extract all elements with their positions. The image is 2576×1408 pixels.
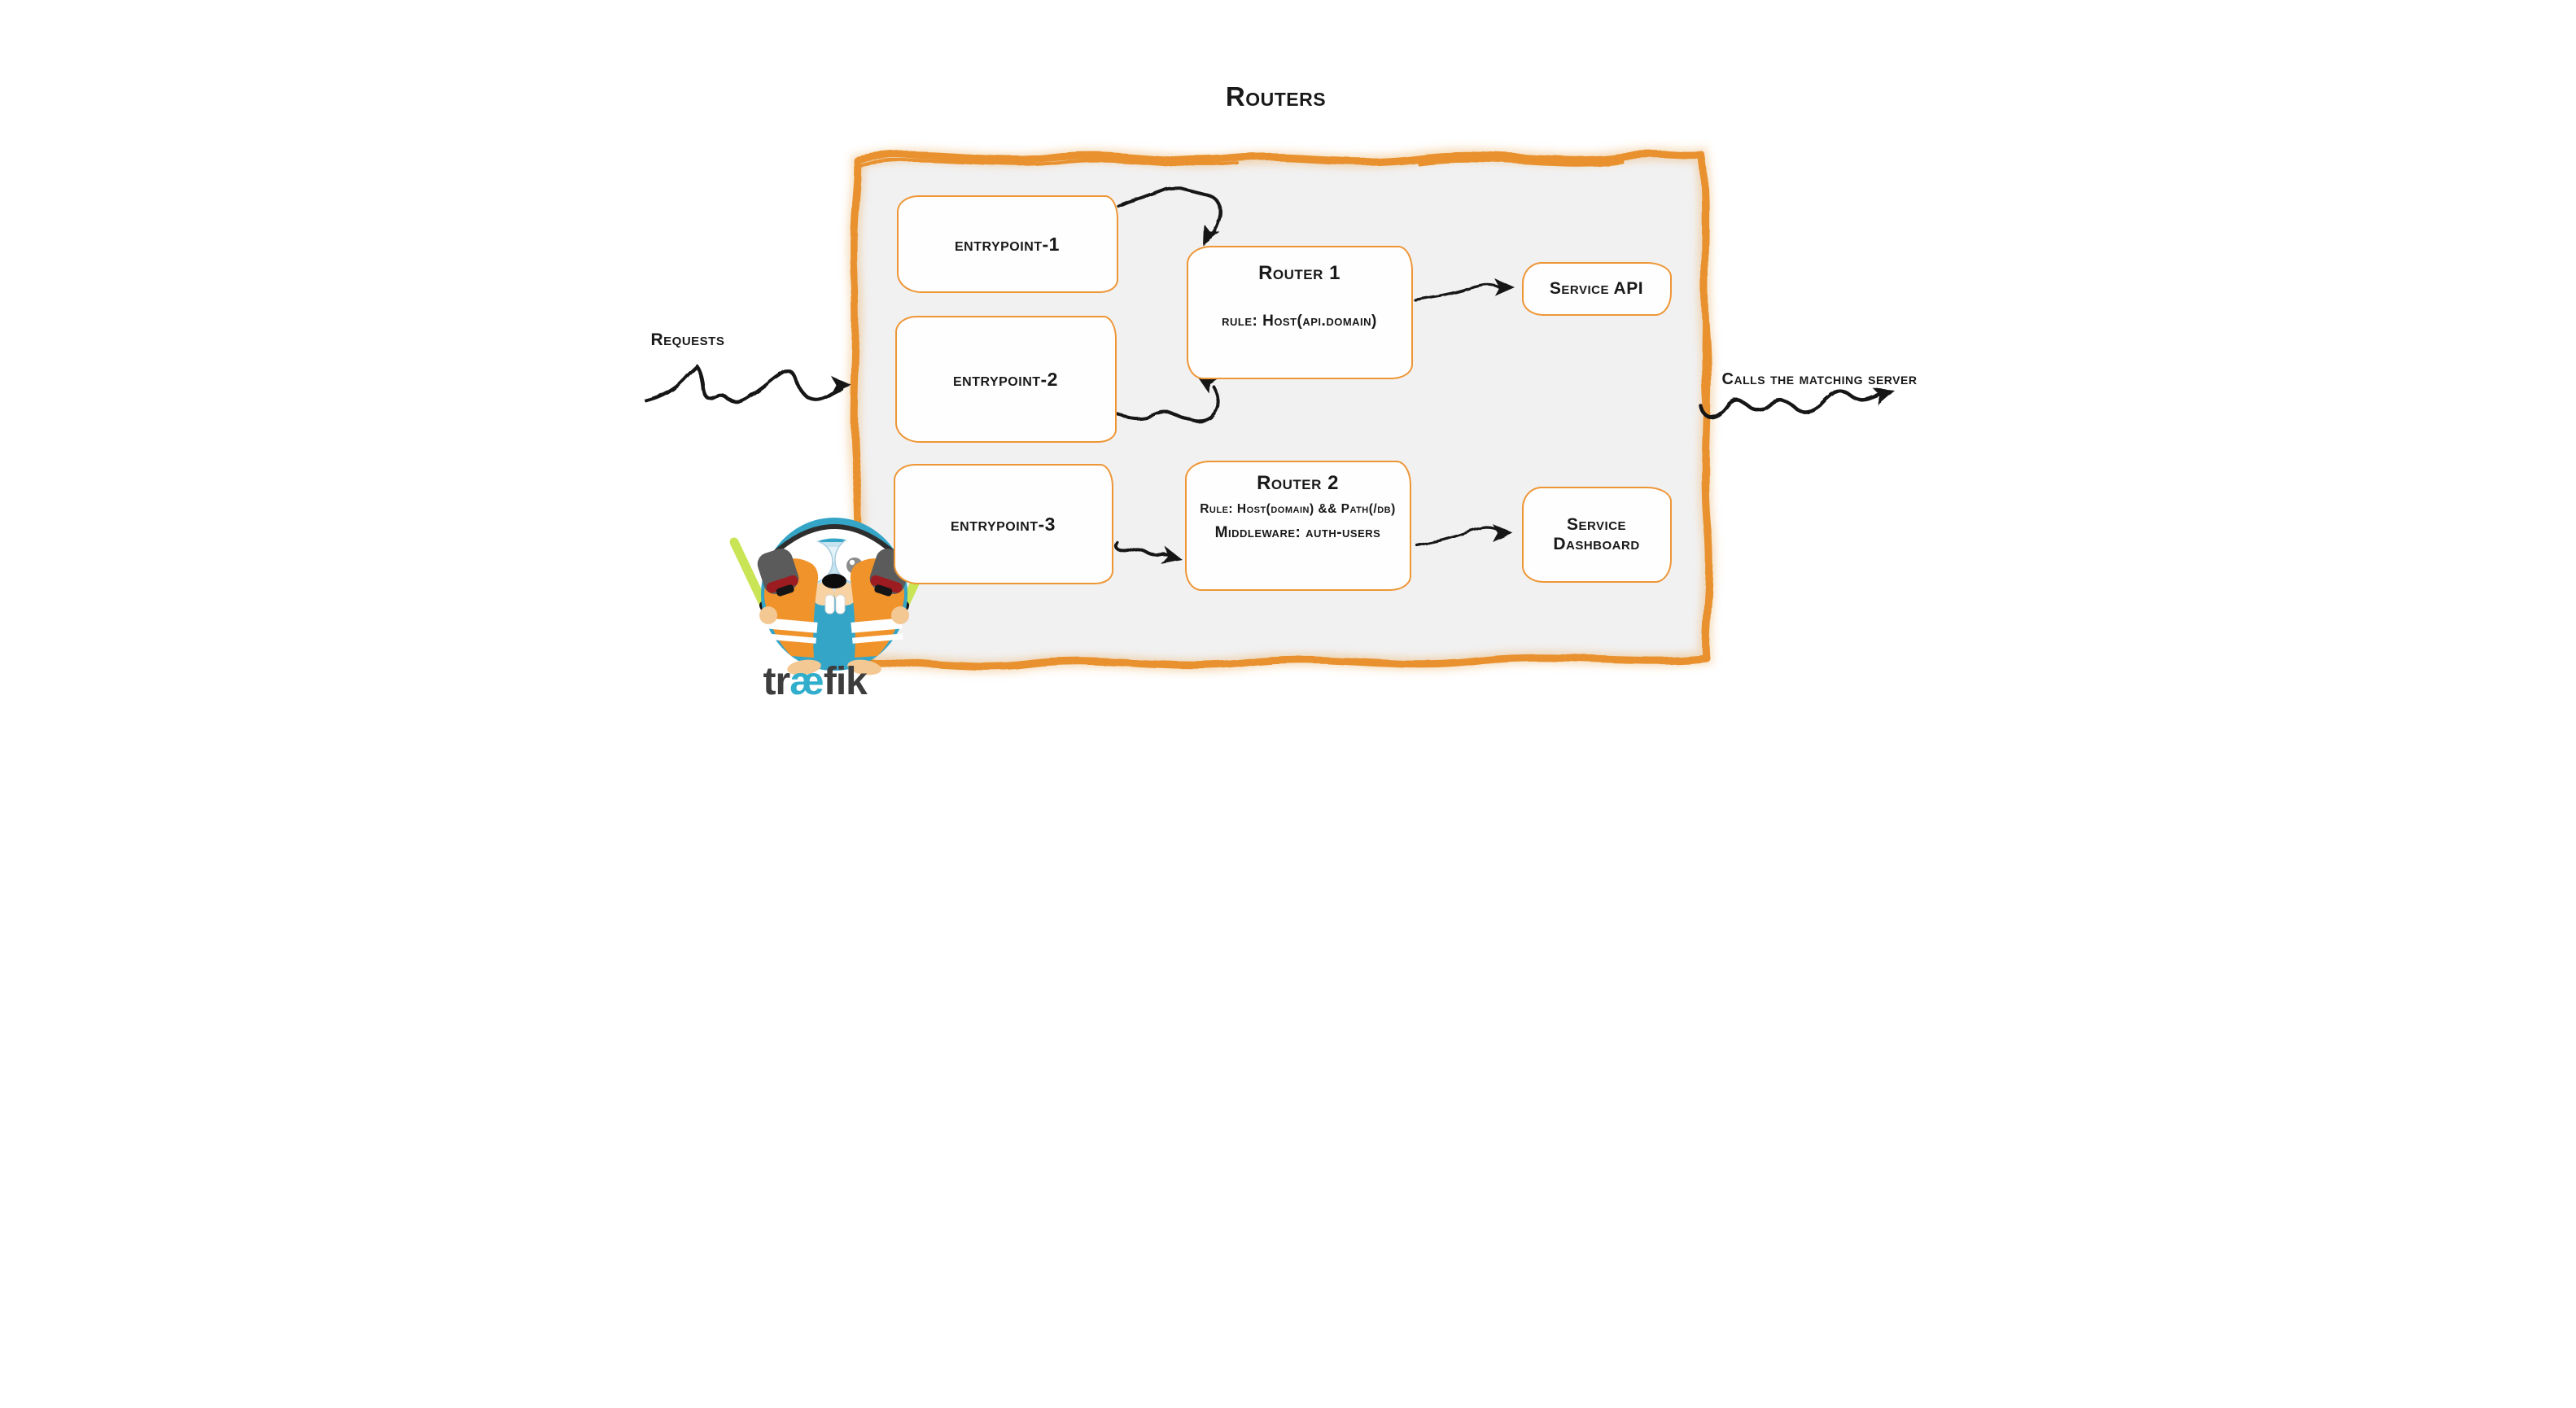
diagram-title: Routers <box>1225 81 1327 112</box>
router-2-title: Router 2 <box>1257 472 1339 494</box>
entrypoint-1-label: entrypoint-1 <box>955 233 1060 255</box>
router-2-middleware: Middleware: auth-users <box>1214 524 1381 541</box>
traefik-gopher-mascot <box>729 518 938 676</box>
routers-diagram: Routers Requests Calls the matching serv… <box>644 0 1932 704</box>
requests-arrow <box>644 363 851 404</box>
router-1-title: Router 1 <box>1258 262 1340 284</box>
arrow-entrypoint1-router1 <box>1116 186 1222 246</box>
wordmark-suffix: fik <box>823 660 868 703</box>
entrypoint-2-label: entrypoint-2 <box>953 368 1058 390</box>
service-dashboard-node: Service Dashboard <box>1521 487 1672 583</box>
service-api-node: Service API <box>1521 262 1672 316</box>
entrypoint-1-node: entrypoint-1 <box>896 195 1118 293</box>
calls-matching-server-label: Calls the matching server <box>1721 370 1918 388</box>
entrypoint-3-label: entrypoint-3 <box>951 513 1056 535</box>
arrow-router1-service-api <box>1413 278 1515 302</box>
router-1-node: Router 1 rule: Host(api.domain) <box>1186 246 1413 379</box>
arrow-router2-service-dashboard <box>1415 524 1513 547</box>
wordmark-prefix: tr <box>763 660 791 703</box>
requests-label: Requests <box>650 330 725 349</box>
router-1-rule: rule: Host(api.domain) <box>1222 313 1377 330</box>
entrypoint-2-node: entrypoint-2 <box>894 316 1117 443</box>
wordmark-ae: æ <box>789 660 824 703</box>
arrow-entrypoint2-router1 <box>1112 375 1220 423</box>
traefik-wordmark: træfik <box>763 659 868 704</box>
calls-arrow <box>1698 388 1895 419</box>
router-2-node: Router 2 Rule: Host(domain) && Path(/db)… <box>1184 461 1411 591</box>
service-api-label: Service API <box>1549 279 1644 298</box>
router-2-rule: Rule: Host(domain) && Path(/db) <box>1200 502 1396 516</box>
headphone-left-cup <box>757 549 798 597</box>
entrypoint-3-node: entrypoint-3 <box>893 464 1113 584</box>
arrow-entrypoint3-router2 <box>1113 541 1183 564</box>
service-dashboard-label: Service Dashboard <box>1553 515 1640 553</box>
